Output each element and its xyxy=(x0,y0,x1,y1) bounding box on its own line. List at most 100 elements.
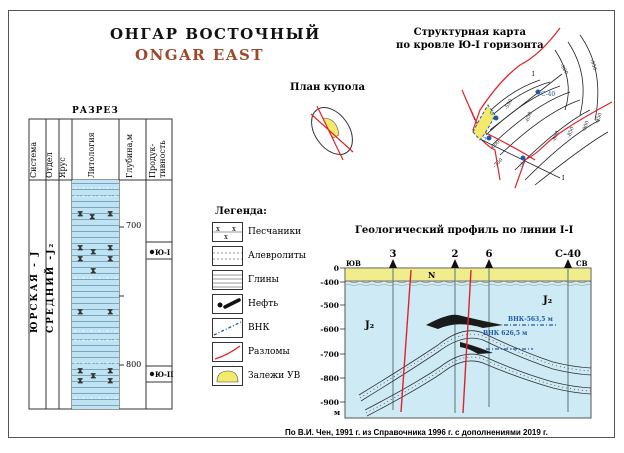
depth-label-700: 700 xyxy=(126,221,142,230)
title-en: ONGAR EAST xyxy=(135,46,264,64)
well-labels: 3 2 6 С-40 xyxy=(390,249,582,260)
layer-j2-label: J₂ xyxy=(364,320,374,331)
svg-text:-950: -950 xyxy=(594,112,603,125)
well-lines xyxy=(392,268,569,413)
title-ru: ОНГАР ВОСТОЧНЫЙ xyxy=(110,25,321,43)
depth-labels: 0 -400 -500 -600 -700 -800 -900 xyxy=(320,264,339,407)
legend-item-oil: Нефть xyxy=(212,294,278,314)
direction-left: ЮВ xyxy=(346,259,361,268)
owc-label-upper: ВНК-563,5 м xyxy=(508,316,553,323)
owc-label-lower: ВНК 626,5 м xyxy=(483,330,527,337)
svg-text:С-40: С-40 xyxy=(555,249,581,260)
svg-text:-650: -650 xyxy=(524,111,533,124)
deposit-icon xyxy=(212,366,243,386)
depth-label-800: 800 xyxy=(126,360,142,369)
direction-right: СВ xyxy=(576,259,588,268)
svg-text:2: 2 xyxy=(452,249,459,260)
svg-text:-950: -950 xyxy=(588,59,597,72)
structure-map: С-40 6 2 3 I I -900 -950 -650 -550 -800 … xyxy=(461,27,613,189)
line-label: I xyxy=(562,175,565,182)
svg-text:x: x xyxy=(78,376,83,385)
neogene-layer xyxy=(344,267,592,282)
well-6 xyxy=(493,115,499,121)
well-label: С-40 xyxy=(541,91,555,98)
dome-plan xyxy=(310,105,354,161)
source-note: По В.И. Чен, 1991 г. из Справочника 1996… xyxy=(285,428,548,437)
svg-text:x: x xyxy=(108,243,113,252)
oil-pool-lower xyxy=(460,342,493,354)
geological-profile: 0 -400 -500 -600 -700 -800 -900 м ЮВ СВ … xyxy=(320,249,592,419)
svg-text:x: x xyxy=(91,371,96,380)
lithology-fill xyxy=(72,180,119,409)
fault-line xyxy=(310,113,354,153)
svg-text:-900: -900 xyxy=(558,63,569,76)
svg-text:-850: -850 xyxy=(566,126,575,139)
svg-text:x: x xyxy=(91,266,96,275)
siltstone-marks xyxy=(74,187,117,399)
contour-lines xyxy=(482,34,609,186)
svg-text:x: x xyxy=(78,209,83,218)
depth-unit: м xyxy=(334,408,340,417)
horizon-u2: Ю-II xyxy=(155,370,174,379)
legend-item-owc: ВНК xyxy=(212,318,269,338)
svg-text:6: 6 xyxy=(486,249,493,260)
map-title: Структурная карта по кровле Ю-I горизонт… xyxy=(396,27,544,51)
well-c40 xyxy=(535,89,541,95)
svg-text:-800: -800 xyxy=(320,374,339,383)
svg-text:-800: -800 xyxy=(551,130,560,143)
well-label: 6 xyxy=(490,110,494,117)
well-label: 2 xyxy=(483,137,487,144)
svg-text:-550: -550 xyxy=(504,98,515,111)
reservoir-layers xyxy=(358,330,592,417)
svg-text:0: 0 xyxy=(334,264,339,273)
svg-text:x: x xyxy=(108,376,113,385)
svg-text:x: x xyxy=(108,209,113,218)
deposit-area xyxy=(472,104,496,141)
oil-marker-u2 xyxy=(149,371,155,377)
svg-text:x: x xyxy=(224,233,228,241)
section-title: РАЗРЕЗ xyxy=(72,106,119,116)
svg-text:x: x xyxy=(108,307,113,316)
legend-item-clay: Глины xyxy=(212,270,279,290)
oil-pool-upper xyxy=(426,314,503,329)
svg-text:x: x xyxy=(232,225,236,233)
profile-line xyxy=(489,73,563,131)
svg-text:x: x xyxy=(216,225,220,233)
svg-text:x: x xyxy=(78,254,83,263)
layer-j2-label: J₂ xyxy=(542,295,552,306)
svg-text:-900: -900 xyxy=(320,398,339,407)
svg-text:3: 3 xyxy=(390,249,397,260)
svg-text:-500: -500 xyxy=(320,301,339,310)
svg-text:-400: -400 xyxy=(320,278,339,287)
svg-text:x: x xyxy=(91,247,96,256)
well-2 xyxy=(486,135,492,141)
legend-item-fault: Разломы xyxy=(212,342,290,362)
horizon-u1: Ю-I xyxy=(155,248,171,257)
oil-marker-u1 xyxy=(149,249,155,255)
owc-icon xyxy=(212,318,243,338)
svg-text:x: x xyxy=(78,366,83,375)
fault-icon xyxy=(212,342,243,362)
legend-title: Легенда: xyxy=(215,206,267,217)
unconformity-line xyxy=(344,280,592,284)
series-label: СРЕДНИЙ -J₂ xyxy=(46,241,56,333)
profile-title: Геологический профиль по линии I-I xyxy=(355,225,574,236)
col-header-lithology: Литология xyxy=(87,132,96,178)
svg-text:x: x xyxy=(108,254,113,263)
svg-text:-700: -700 xyxy=(320,350,339,359)
depth-ticks xyxy=(340,267,345,403)
layer-n-label: N xyxy=(428,270,435,280)
col-header-series: Отдел xyxy=(45,152,54,178)
svg-text:x: x xyxy=(78,243,83,252)
well-markers xyxy=(389,259,572,268)
col-header-stage: Ярус xyxy=(58,157,67,178)
line-label: I xyxy=(532,71,535,78)
svg-text:x: x xyxy=(108,366,113,375)
well-label: 3 xyxy=(520,162,524,169)
plan-title: План купола xyxy=(290,82,365,93)
col-header-system: Система xyxy=(29,141,38,178)
col-header-depth: Глубина,м xyxy=(125,133,134,178)
